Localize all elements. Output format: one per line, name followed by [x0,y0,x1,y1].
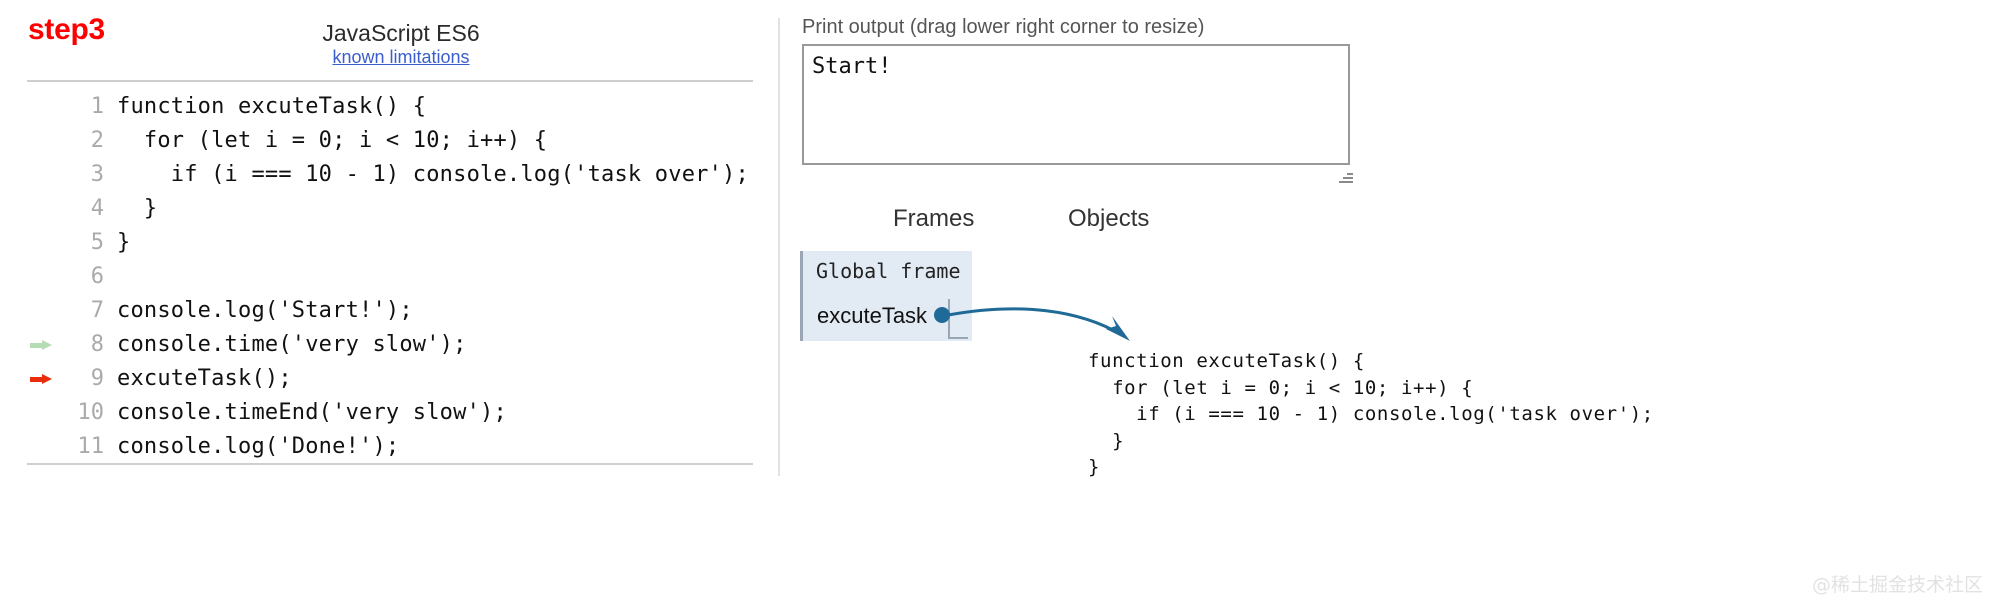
line-number: 8 [90,332,104,357]
watermark: @稀土掘金技术社区 [1811,574,1983,596]
print-output-textarea[interactable]: Start! [802,44,1350,165]
code-top-divider [27,80,753,82]
code-line: 4 } [0,192,778,226]
frame-value-bracket [948,299,968,339]
line-number: 5 [90,230,104,255]
code-line: 9 excuteTask(); [0,362,778,396]
frames-heading: Frames [893,205,975,232]
line-number: 2 [90,128,104,153]
code-line: 6 [0,260,778,294]
line-number: 3 [90,162,104,187]
global-frame-variable-name: excuteTask [817,303,928,328]
line-code-text: console.log('Done!'); [117,434,400,459]
frame-to-object-arrow-icon [934,307,1130,341]
line-code-text: if (i === 10 - 1) console.log('task over… [117,162,749,187]
code-line: 10 console.timeEnd('very slow'); [0,396,778,430]
line-number: 10 [77,400,105,425]
arrow-red-icon [30,374,52,384]
arrow-green-icon [30,340,52,350]
current-line-arrow-icon [28,362,68,396]
known-limitations-link[interactable]: known limitations [332,47,470,68]
code-panel: step3 JavaScript ES6 known limitations 1… [0,0,778,615]
object-function-code: function excuteTask() { for (let i = 0; … [1088,350,1654,479]
line-number: 11 [77,434,105,459]
panel-divider [778,18,780,476]
line-number: 7 [90,298,104,323]
resize-handle-icon[interactable] [1337,170,1353,184]
line-code-text: console.time('very slow'); [117,332,467,357]
objects-heading: Objects [1068,205,1150,232]
step-label: step3 [28,13,105,46]
code-line: 5} [0,226,778,260]
line-code-text: console.timeEnd('very slow'); [117,400,507,425]
print-output-label: Print output (drag lower right corner to… [802,16,1205,38]
code-line: 8 console.time('very slow'); [0,328,778,362]
line-number: 9 [90,366,104,391]
code-line: 3 if (i === 10 - 1) console.log('task ov… [0,158,778,192]
line-code-text: excuteTask(); [117,366,292,391]
code-line: 7 console.log('Start!'); [0,294,778,328]
language-title: JavaScript ES6 [322,20,480,46]
line-number: 6 [90,264,104,289]
code-bottom-divider [27,463,753,465]
code-line: 11 console.log('Done!'); [0,430,778,464]
line-code-text: console.log('Start!'); [117,298,413,323]
code-listing: 1 function excuteTask() { 2 for (let i = 0… [0,90,778,464]
global-frame-box: Global frame excuteTask [800,251,972,341]
visualization-panel: Print output (drag lower right corner to… [780,0,2000,615]
line-code-text: } [117,230,131,255]
global-frame-title: Global frame [816,259,961,283]
code-line: 2 for (let i = 0; i < 10; i++) { [0,124,778,158]
line-code-text: for (let i = 0; i < 10; i++) { [117,128,548,153]
next-line-arrow-icon [28,328,68,362]
code-line: 1 function excuteTask() { [0,90,778,124]
language-header: JavaScript ES6 known limitations [0,20,778,68]
line-code-text: function excuteTask() { [117,94,427,119]
line-number: 4 [90,196,104,221]
line-code-text: } [117,196,158,221]
line-number: 1 [90,94,104,119]
